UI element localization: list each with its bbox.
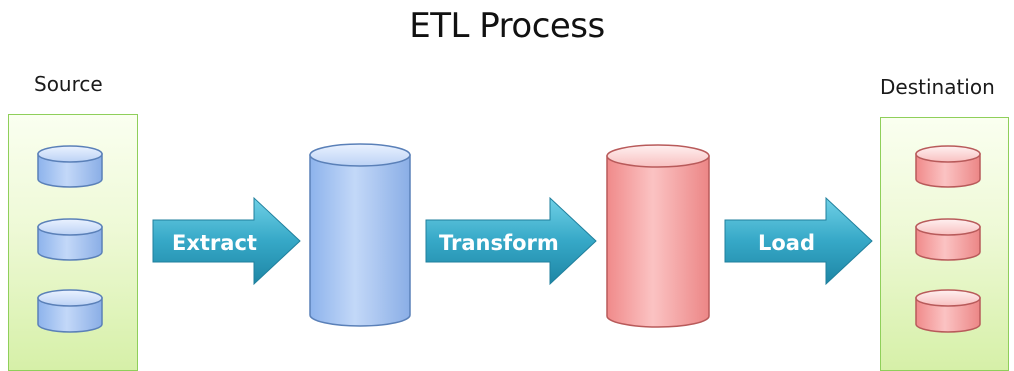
extracted-store-database-icon [309, 143, 411, 327]
transformed-store-database-icon [606, 144, 710, 328]
extract-arrow-icon: Extract [152, 196, 301, 286]
source-label: Source [34, 72, 103, 96]
destination-label: Destination [880, 75, 995, 99]
destination-database-icon-2 [915, 218, 981, 261]
load-step-label: Load [758, 231, 815, 255]
extract-step-label: Extract [172, 231, 257, 255]
load-arrow-icon: Load [724, 196, 873, 286]
source-database-icon-2 [37, 218, 103, 261]
destination-database-icon-3 [915, 289, 981, 333]
transform-step-label: Transform [439, 231, 559, 255]
destination-database-icon-1 [915, 145, 981, 188]
transform-arrow-icon: Transform [425, 196, 597, 286]
page-title: ETL Process [409, 6, 605, 46]
source-database-icon-1 [37, 145, 103, 188]
source-database-icon-3 [37, 289, 103, 333]
